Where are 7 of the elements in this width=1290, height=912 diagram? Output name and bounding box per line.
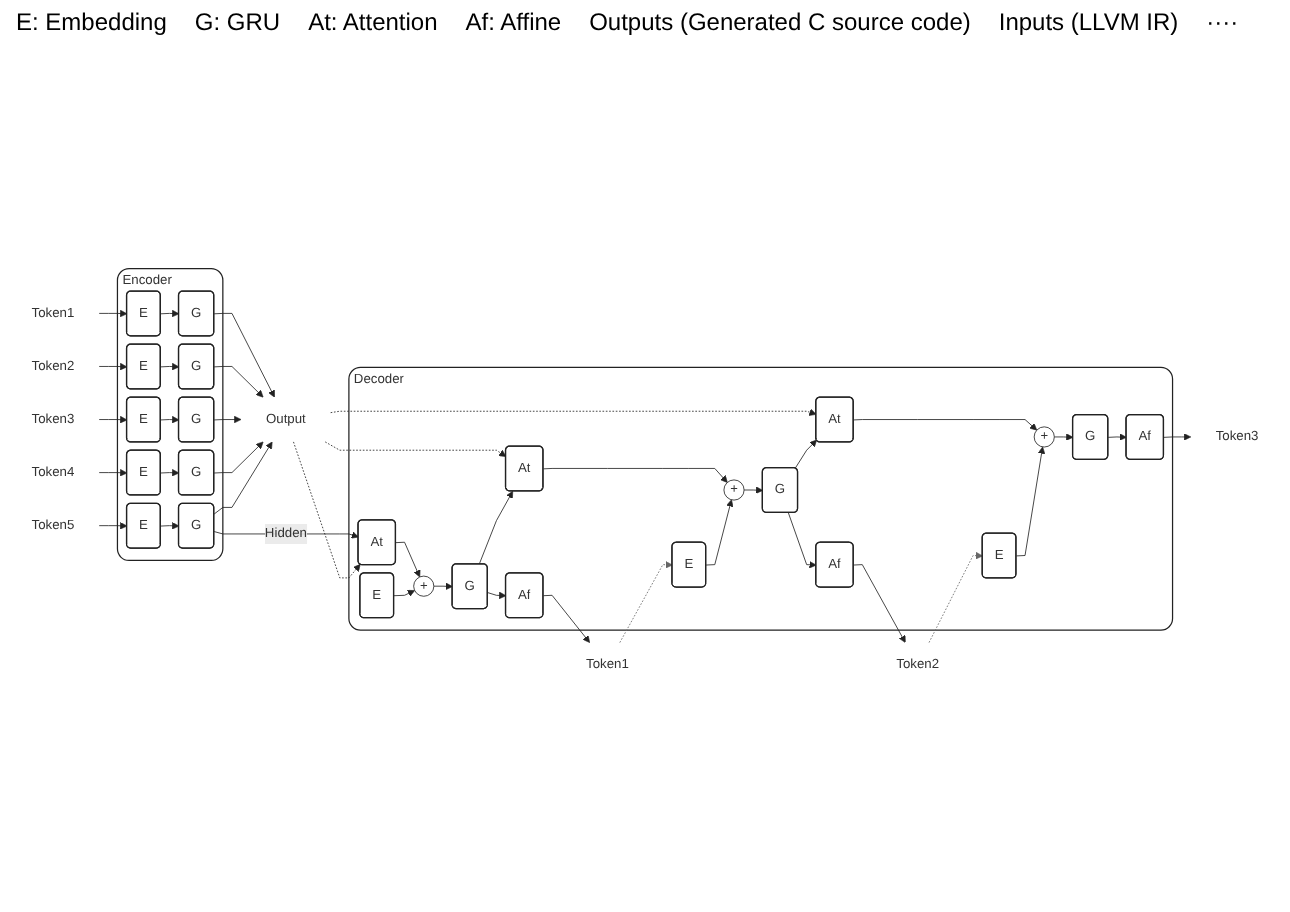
note-text: E: Embedding: [16, 8, 167, 36]
note-text: At: Attention: [308, 8, 438, 36]
note-text: Outputs (Generated C source code): [589, 8, 971, 36]
note-text: G: GRU: [194, 8, 281, 36]
note-text: ····: [1206, 8, 1239, 36]
note-text: Af: Affine: [465, 8, 562, 36]
note-text: Inputs (LLVM IR): [998, 8, 1179, 36]
